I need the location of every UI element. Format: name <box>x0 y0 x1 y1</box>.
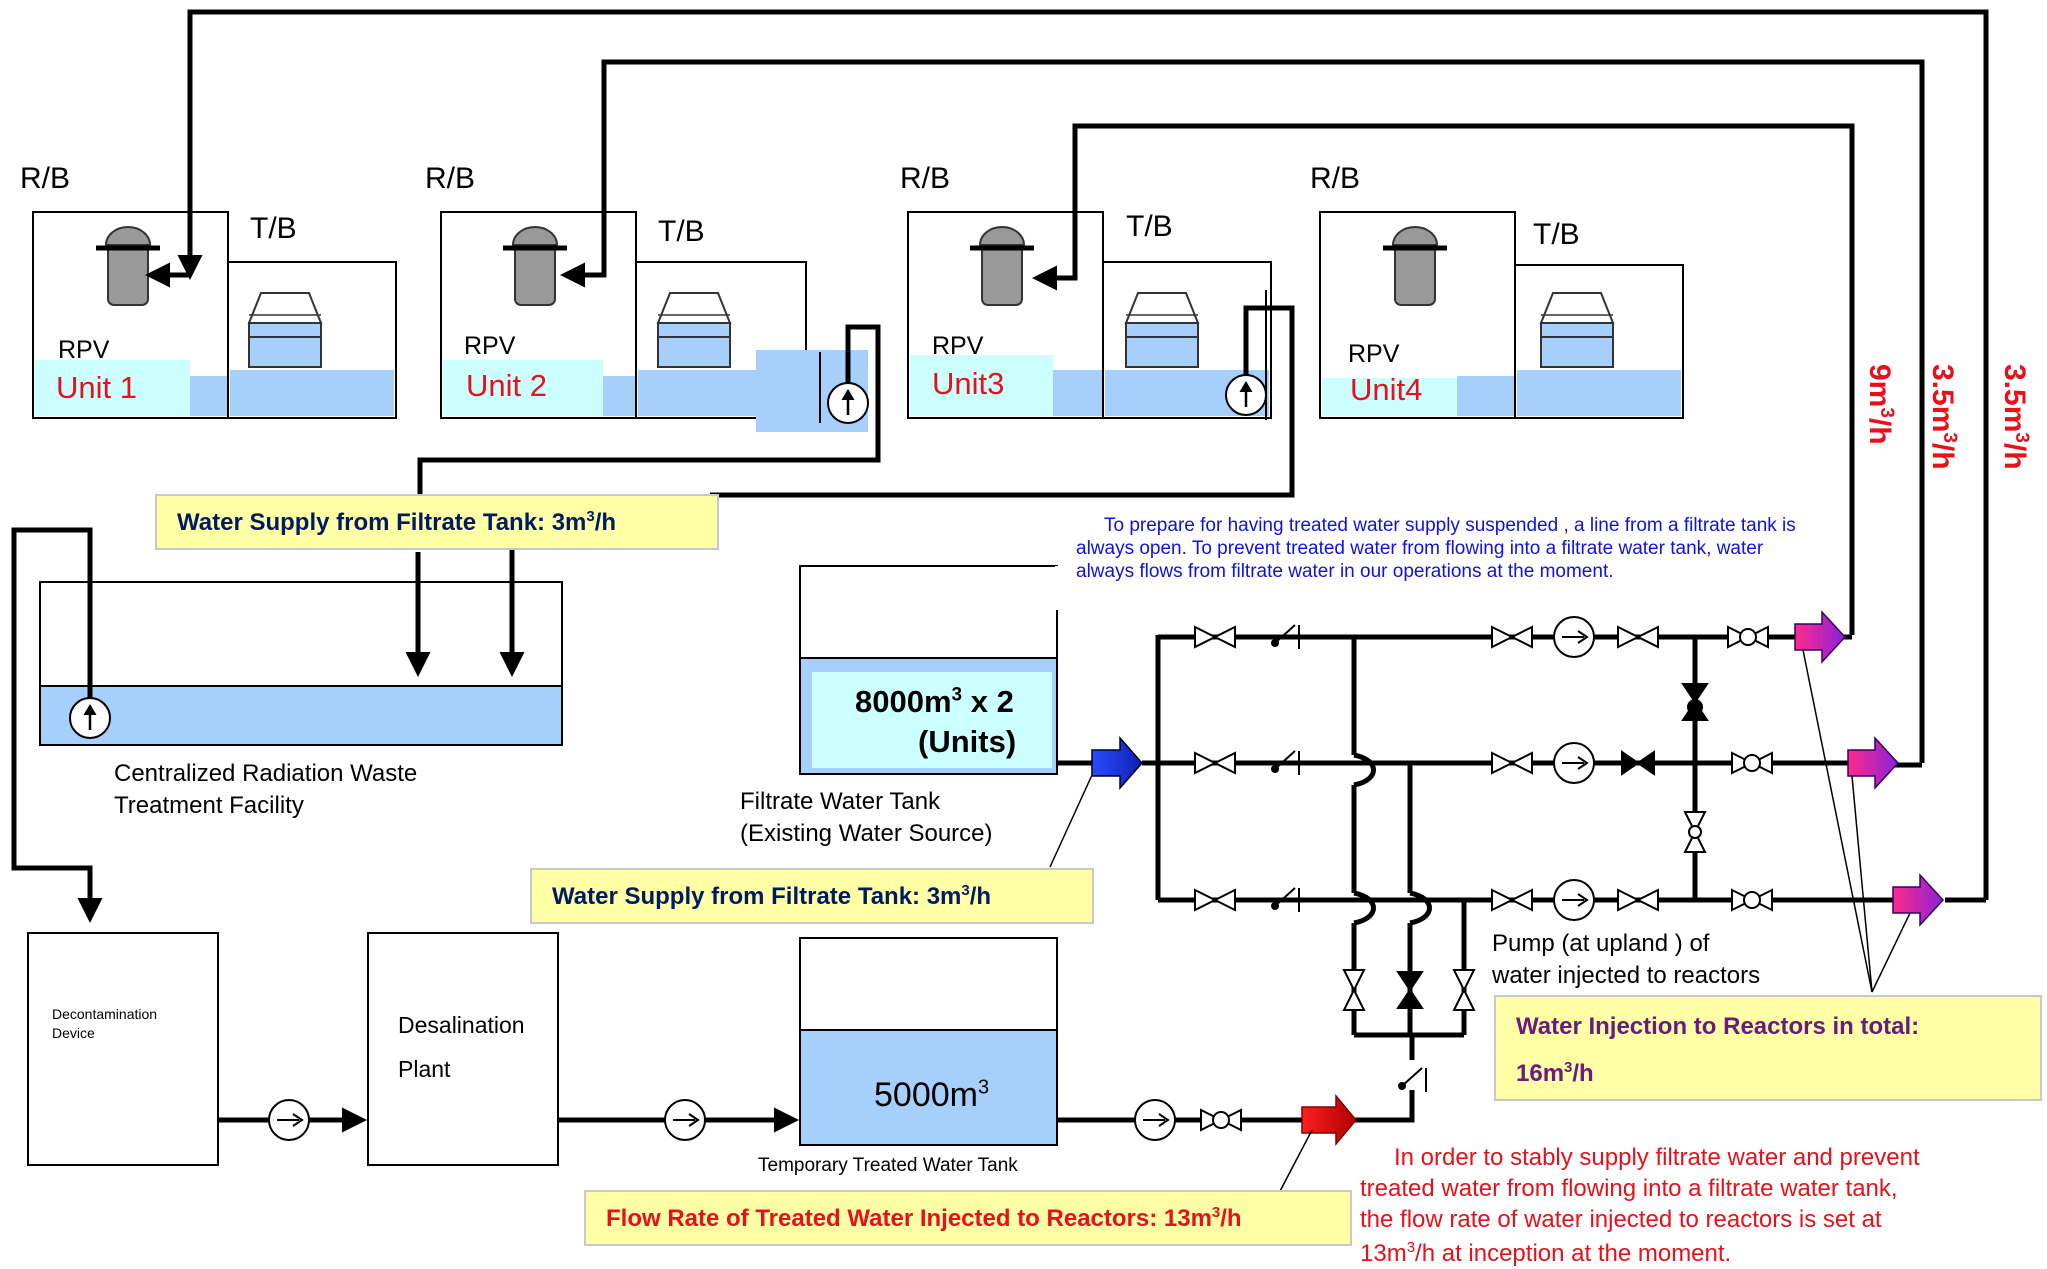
unit3-tb-label: T/B <box>1126 210 1173 243</box>
filtrate-flow-arrow-icon <box>1091 736 1143 790</box>
facility-line2: Treatment Facility <box>114 792 304 819</box>
row3-valve-2-icon <box>1491 889 1533 911</box>
filtrate-water-tank <box>799 565 1059 775</box>
unit3-rpv-label: RPV <box>932 332 984 360</box>
row3-pump-icon <box>1553 879 1595 921</box>
red-note-line3: the flow rate of water injected to react… <box>1360 1206 1882 1233</box>
flow-label-3-5-b: 3.5m3/h <box>1998 364 2032 470</box>
row1-valve-3-icon <box>1617 626 1659 648</box>
filtrate-tank-subname: (Existing Water Source) <box>740 820 993 847</box>
row3-control-valve-icon <box>1731 889 1773 911</box>
desalination-plant <box>367 932 559 1166</box>
unit3-pit-pump-icon <box>1224 373 1268 417</box>
unit4-tb-label: T/B <box>1533 218 1580 251</box>
unit2-rb-label: R/B <box>425 162 476 195</box>
treated-capacity: 5000m3 <box>874 1076 990 1114</box>
row3-valve-3-icon <box>1617 889 1659 911</box>
row1-valve-icon <box>1194 626 1236 648</box>
red-note-line2: treated water from flowing into a filtra… <box>1360 1175 1898 1202</box>
red-note-line4: 13m3/h at inception at the moment. <box>1360 1239 1732 1267</box>
unit1-tb-label: T/B <box>250 212 297 245</box>
unit-1-building <box>32 211 397 419</box>
unit4-rpv-label: RPV <box>1348 340 1400 368</box>
callout-treated-flow: Flow Rate of Treated Water Injected to R… <box>584 1190 1352 1246</box>
row3-flow-arrow-icon <box>1892 873 1945 927</box>
bottom-valve-1-icon <box>1343 969 1365 1011</box>
treated-valve-icon <box>1200 1109 1242 1131</box>
unit4-rb-label: R/B <box>1310 162 1361 195</box>
facility-pump-icon <box>68 696 112 740</box>
unit4-name: Unit4 <box>1350 372 1423 407</box>
callout-supply-mid: Water Supply from Filtrate Tank: 3m3/h <box>530 868 1094 924</box>
row1-flow-arrow-icon <box>1794 610 1847 664</box>
treated-pump-icon <box>1134 1099 1176 1141</box>
filtrate-units: (Units) <box>918 724 1017 759</box>
unit2-rpv-label: RPV <box>464 332 516 360</box>
unit2-tb-label: T/B <box>658 215 705 248</box>
treated-water-tank <box>799 937 1058 1146</box>
desal-pump-icon <box>664 1099 706 1141</box>
unit3-rb-label: R/B <box>900 162 951 195</box>
flow-label-3-5-a: 3.5m3/h <box>1926 364 1960 470</box>
unit1-rpv-label: RPV <box>58 336 110 364</box>
manifold <box>1142 634 1900 1060</box>
row2-pump-icon <box>1553 742 1595 784</box>
callout-supply-top: Water Supply from Filtrate Tank: 3m3/h <box>155 494 719 550</box>
red-note-line1: In order to stably supply filtrate water… <box>1394 1144 1920 1171</box>
decon-line2: Device <box>52 1025 95 1041</box>
unit3-name: Unit3 <box>932 366 1005 401</box>
desal-line2: Plant <box>398 1056 451 1082</box>
filtrate-capacity: 8000m3 x 2 <box>855 684 1014 719</box>
treated-tank-name: Temporary Treated Water Tank <box>758 1155 1018 1176</box>
row1-pump-icon <box>1553 616 1595 658</box>
row2-closed-valve-icon <box>1621 751 1655 775</box>
row2-control-valve-icon <box>1731 752 1773 774</box>
desal-line1: Desalination <box>398 1012 525 1038</box>
injection-lines <box>145 9 1989 900</box>
pump-label-line2: water injected to reactors <box>1492 962 1761 989</box>
row2-valve-icon <box>1194 752 1236 774</box>
row2-flow-arrow-icon <box>1847 736 1900 790</box>
callout-injection-total: Water Injection to Reactors in total: 16… <box>1494 995 2042 1101</box>
facility-line1: Centralized Radiation Waste <box>114 760 418 787</box>
row1-valve-2-icon <box>1491 626 1533 648</box>
row3-valve-icon <box>1194 889 1236 911</box>
treated-check-valve-icon <box>1397 1067 1427 1093</box>
decontamination-device <box>27 932 219 1166</box>
unit-4-building <box>1319 211 1684 419</box>
centralized-facility <box>39 581 563 746</box>
tb-pump-lines <box>417 305 1295 498</box>
unit2-name: Unit 2 <box>466 368 547 403</box>
row2-valve-2-icon <box>1491 752 1533 774</box>
blue-note: To prepare for having treated water supp… <box>1076 515 1796 582</box>
decon-line1: Decontamination <box>52 1006 158 1022</box>
bottom-valve-2-icon <box>1453 969 1475 1011</box>
bottom-closed-valve-icon <box>1397 971 1423 1009</box>
decon-pump-icon <box>268 1099 310 1141</box>
unit-3-building <box>907 211 1272 419</box>
flow-label-9: 9m3/h <box>1863 364 1897 445</box>
unit1-rb-label: R/B <box>20 162 71 195</box>
treated-flow-arrow-icon <box>1301 1093 1357 1147</box>
pump-label-line1: Pump (at upland ) of <box>1492 930 1710 957</box>
unit2-pit-pump-icon <box>826 381 870 425</box>
row1-control-valve-icon <box>1727 626 1769 648</box>
unit1-name: Unit 1 <box>56 370 137 405</box>
filtrate-tank-name: Filtrate Water Tank <box>740 788 941 815</box>
